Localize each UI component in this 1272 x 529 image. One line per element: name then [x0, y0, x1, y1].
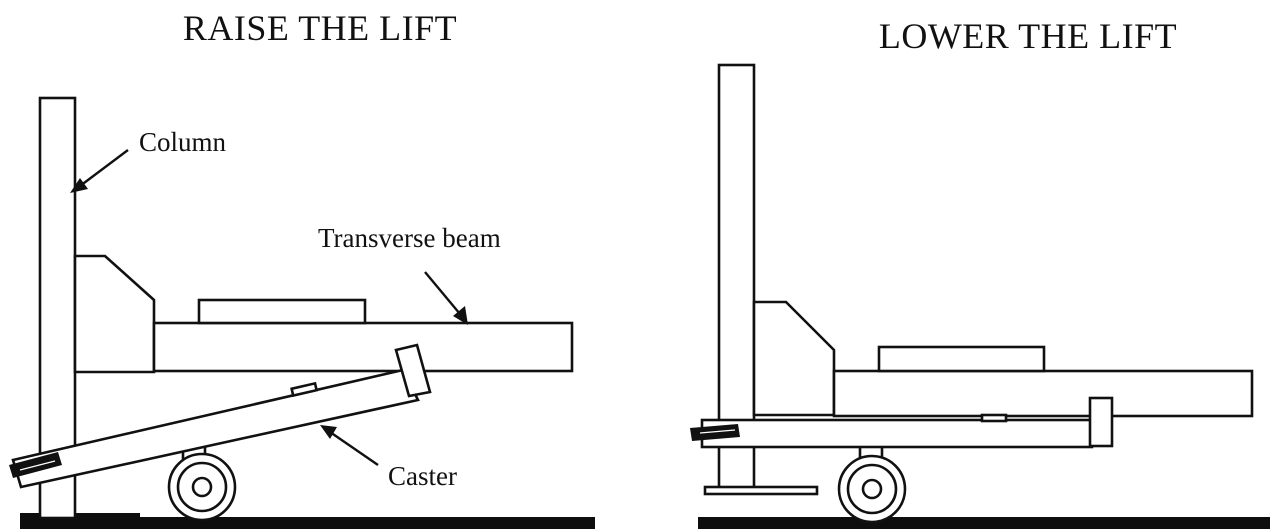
caster-handle-grip-left [9, 452, 62, 478]
caster-bar-end-block-left [394, 343, 432, 398]
raise-panel: RAISE THE LIFT Column [9, 8, 595, 529]
transverse-beam-right [832, 369, 1254, 418]
lower-panel: LOWER THE LIFT [690, 16, 1270, 529]
label-transverse-beam: Transverse beam [318, 223, 501, 253]
raise-title: RAISE THE LIFT [183, 8, 457, 48]
caster-wheel-right [837, 444, 907, 524]
column-base-plate-right [703, 485, 819, 496]
arrow-caster [320, 425, 379, 466]
caster-handle-grip-right [690, 424, 740, 441]
caster-bar-left [11, 368, 420, 489]
column-base-plate-left [20, 513, 140, 519]
caster-bar-stud-left [290, 381, 319, 398]
ground-right [698, 517, 1270, 529]
carriage-bracket-left [73, 254, 156, 374]
caster-wheel-left [167, 438, 237, 522]
ground-left [20, 517, 595, 529]
caster-bar-right [700, 418, 1094, 449]
label-caster: Caster [388, 461, 457, 491]
label-column: Column [139, 127, 227, 157]
beam-pad-left [197, 298, 367, 325]
caster-bar-stud-right [980, 413, 1008, 423]
transverse-beam-left [152, 321, 574, 373]
arrow-transverse-beam [424, 271, 468, 325]
carriage-bracket-right [752, 300, 836, 417]
beam-pad-right [877, 345, 1046, 373]
caster-bar-end-block-right [1088, 396, 1114, 448]
lower-title: LOWER THE LIFT [879, 16, 1177, 56]
arrow-column [70, 149, 129, 193]
